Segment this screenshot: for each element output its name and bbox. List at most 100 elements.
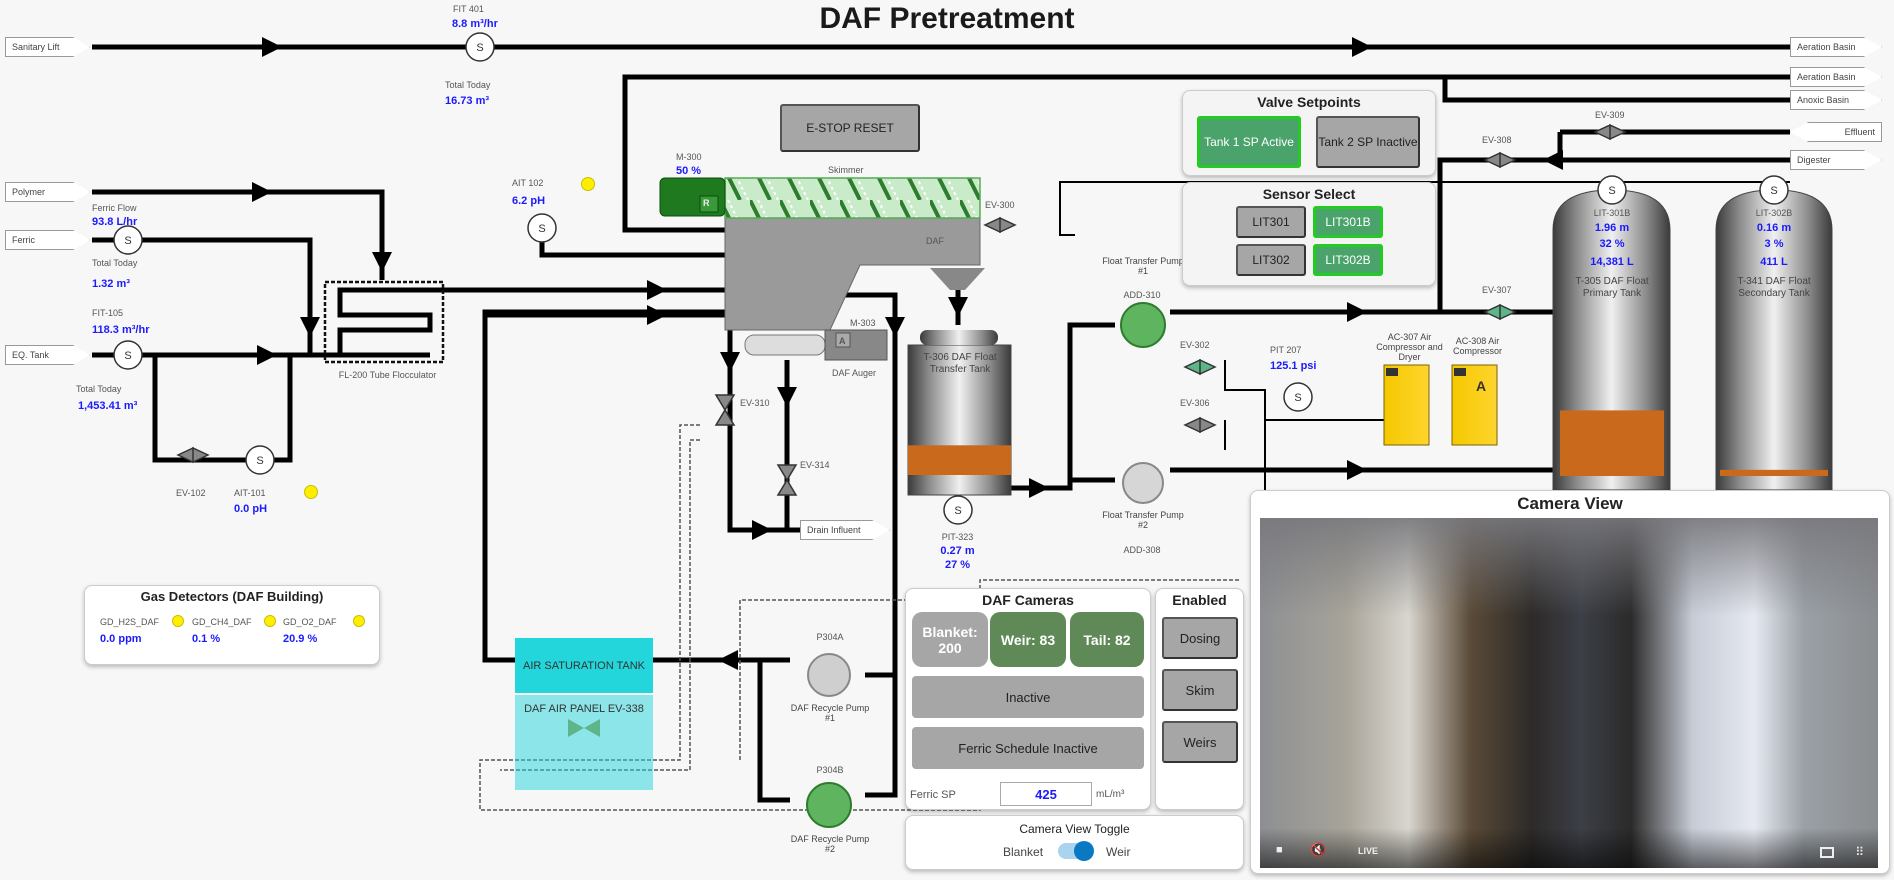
svg-text:S: S bbox=[538, 223, 545, 235]
gd-o2-indicator bbox=[353, 615, 365, 627]
primary-tank-volume: 14,381 L bbox=[1590, 256, 1634, 268]
video-more-icon[interactable]: ⠿ bbox=[1855, 845, 1864, 859]
tank2-sp-button[interactable]: Tank 2 SP Inactive bbox=[1316, 116, 1420, 168]
ev310-tag: EV-310 bbox=[740, 398, 770, 408]
page-title: DAF Pretreatment bbox=[819, 2, 1075, 35]
camera-view-toggle[interactable] bbox=[1058, 841, 1094, 861]
daf-recycle-pump-2[interactable] bbox=[807, 783, 851, 827]
recycle-pump-1-tag: P304A bbox=[816, 632, 844, 642]
ferric-total-label: Total Today bbox=[92, 258, 138, 268]
gd-o2-tag: GD_O2_DAF bbox=[283, 617, 337, 627]
ferric-sp-input[interactable] bbox=[1000, 782, 1092, 806]
recycle-pump-2-label: DAF Recycle Pump #2 bbox=[790, 834, 870, 854]
offpage-eq-tank[interactable]: EQ. Tank bbox=[5, 345, 90, 365]
sensor-select-panel: Sensor Select bbox=[1182, 182, 1436, 286]
primary-tank-level-fill bbox=[1560, 410, 1664, 476]
camera-view-toggle-panel: Camera View Toggle bbox=[905, 815, 1244, 870]
tank1-sp-button[interactable]: Tank 1 SP Active bbox=[1197, 116, 1301, 168]
air-compressor-2[interactable] bbox=[1452, 365, 1497, 445]
offpage-drain-influent[interactable]: Drain Influent bbox=[800, 520, 890, 540]
fit401-flow: 8.8 m³/hr bbox=[452, 18, 498, 30]
pit323-level: 0.27 m bbox=[940, 545, 975, 557]
gas-detectors-panel: Gas Detectors (DAF Building) bbox=[84, 585, 380, 665]
secondary-tank-percent: 3 % bbox=[1764, 238, 1784, 250]
camera-toggle-title: Camera View Toggle bbox=[1019, 822, 1130, 836]
ferric-sp-label: Ferric SP bbox=[910, 789, 956, 801]
air-saturation-tank[interactable]: AIR SATURATION TANK bbox=[515, 638, 653, 693]
ev302-tag: EV-302 bbox=[1180, 340, 1210, 350]
pit207-value: 125.1 psi bbox=[1270, 360, 1317, 372]
fit401-total-label: Total Today bbox=[445, 80, 491, 90]
offpage-polymer[interactable]: Polymer bbox=[5, 182, 90, 202]
daf-label: DAF bbox=[926, 236, 944, 246]
sensor-lit301-button[interactable]: LIT301 bbox=[1236, 206, 1306, 238]
svg-text:S: S bbox=[954, 505, 961, 517]
ait101-value: 0.0 pH bbox=[234, 503, 268, 515]
secondary-tank-tag: LIT-302B bbox=[1755, 208, 1793, 218]
flocculator-label: FL-200 Tube Flocculator bbox=[338, 370, 437, 380]
float-transfer-pump-2[interactable] bbox=[1123, 463, 1163, 503]
pit207-tag: PIT 207 bbox=[1270, 345, 1302, 355]
air-compressor-1[interactable] bbox=[1384, 365, 1429, 445]
secondary-tank-level: 0.16 m bbox=[1756, 222, 1792, 234]
fit105-tag: FIT-105 bbox=[92, 308, 124, 318]
offpage-effluent[interactable]: Effluent bbox=[1790, 122, 1882, 142]
secondary-tank-level-fill bbox=[1720, 469, 1828, 476]
gd-o2-value: 20.9 % bbox=[283, 633, 318, 645]
ferric-schedule-button[interactable]: Ferric Schedule Inactive bbox=[912, 727, 1144, 769]
sensor-lit302b-button[interactable]: LIT302B bbox=[1313, 244, 1383, 276]
offpage-aeration-basin-2[interactable]: Aeration Basin bbox=[1790, 67, 1882, 87]
valve-setpoints-title: Valve Setpoints bbox=[1257, 94, 1361, 110]
offpage-sanitary-lift[interactable]: Sanitary Lift bbox=[5, 37, 90, 57]
blanket-camera-tile[interactable]: Blanket: 200 bbox=[912, 612, 988, 667]
svg-text:S: S bbox=[256, 455, 263, 467]
weir-camera-tile[interactable]: Weir: 83 bbox=[990, 612, 1066, 667]
skimmer-label: Skimmer bbox=[828, 165, 864, 175]
gd-ch4-indicator bbox=[264, 615, 276, 627]
video-mute-icon[interactable]: 🔇 bbox=[1310, 842, 1327, 857]
video-stop-icon[interactable]: ■ bbox=[1276, 844, 1283, 856]
pump2-tag: ADD-308 bbox=[1123, 545, 1161, 555]
recycle-pump-1-label: DAF Recycle Pump #1 bbox=[790, 703, 870, 723]
compressor-2-mode: A bbox=[1476, 378, 1487, 394]
sensor-lit302-button[interactable]: LIT302 bbox=[1236, 244, 1306, 276]
float-tank-level-fill bbox=[908, 445, 1011, 475]
gd-h2s-indicator bbox=[172, 615, 184, 627]
skim-enable-button[interactable]: Skim bbox=[1162, 669, 1238, 711]
svg-text:S: S bbox=[476, 42, 483, 54]
dosing-enable-button[interactable]: Dosing bbox=[1162, 617, 1238, 659]
gd-h2s-value: 0.0 ppm bbox=[100, 633, 142, 645]
skimmer-speed: 50 % bbox=[676, 165, 702, 177]
sensor-lit301b-button[interactable]: LIT301B bbox=[1313, 206, 1383, 238]
tail-camera-tile[interactable]: Tail: 82 bbox=[1070, 612, 1144, 667]
fit401-total: 16.73 m³ bbox=[445, 95, 490, 107]
camera-video-feed[interactable]: ■ 🔇 LIVE ⠿ bbox=[1260, 518, 1878, 868]
auger-mode: A bbox=[839, 336, 846, 346]
camera-status-button[interactable]: Inactive bbox=[912, 676, 1144, 718]
compressor-2-label: AC-308 Air Compressor bbox=[1452, 336, 1502, 356]
pump1-label: Float Transfer Pump #1 bbox=[1102, 256, 1184, 276]
offpage-anoxic-basin[interactable]: Anoxic Basin bbox=[1790, 90, 1882, 110]
weirs-enable-button[interactable]: Weirs bbox=[1162, 721, 1238, 763]
offpage-digester[interactable]: Digester bbox=[1790, 150, 1882, 170]
auger-label: DAF Auger bbox=[832, 368, 877, 378]
estop-reset-button[interactable]: E-STOP RESET bbox=[780, 104, 920, 152]
svg-text:S: S bbox=[1294, 392, 1301, 404]
gas-detectors-title: Gas Detectors (DAF Building) bbox=[140, 589, 324, 604]
daf-recycle-pump-1[interactable] bbox=[808, 654, 850, 696]
ev306-tag: EV-306 bbox=[1180, 398, 1210, 408]
picture-in-picture-icon[interactable] bbox=[1820, 847, 1834, 858]
secondary-tank-label: T-341 DAF Float Secondary Tank bbox=[1737, 276, 1811, 299]
primary-tank-level: 1.96 m bbox=[1594, 222, 1630, 234]
pit323-percent: 27 % bbox=[944, 559, 971, 571]
ev338-valve-icon bbox=[568, 719, 600, 737]
offpage-ferric[interactable]: Ferric bbox=[5, 230, 90, 250]
offpage-aeration-basin-1[interactable]: Aeration Basin bbox=[1790, 37, 1882, 57]
daf-air-panel[interactable]: DAF AIR PANEL EV-338 bbox=[515, 695, 653, 790]
float-transfer-pump-1[interactable] bbox=[1121, 303, 1165, 347]
gd-h2s-tag: GD_H2S_DAF bbox=[100, 617, 160, 627]
toggle-knob bbox=[1074, 841, 1094, 861]
float-tank-label: T-306 DAF Float Transfer Tank bbox=[923, 352, 997, 375]
toggle-right-label: Weir bbox=[1106, 845, 1131, 859]
